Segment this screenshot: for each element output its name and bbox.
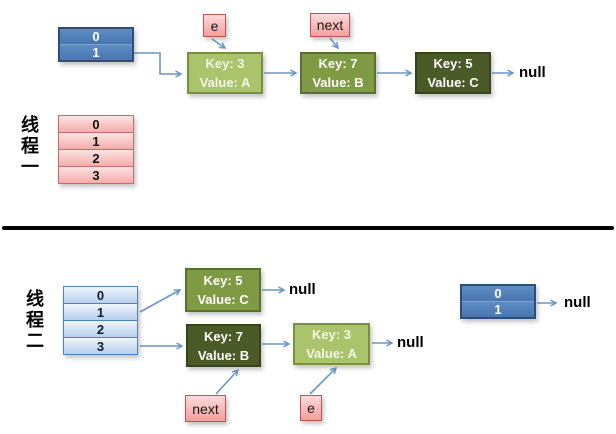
bucket-row-1: 1 bbox=[60, 44, 132, 60]
thread1-node-key5: Key: 5 Value: C bbox=[415, 52, 491, 94]
arrow-next-to-key7 bbox=[329, 37, 339, 50]
table-row-0: 0 bbox=[64, 287, 137, 303]
bucket-row-1: 1 bbox=[462, 301, 534, 317]
thread1-label: 线程一 bbox=[18, 115, 39, 178]
table-row-0: 0 bbox=[59, 116, 133, 132]
node-value: Value: C bbox=[197, 292, 249, 307]
thread1-bucket-table: 0 1 bbox=[58, 27, 134, 62]
node-value: Value: A bbox=[306, 346, 357, 361]
bucket-row-0: 0 bbox=[462, 286, 534, 301]
thread2-null-after-bucket: null bbox=[564, 294, 591, 311]
thread1-null-text: null bbox=[519, 64, 546, 81]
node-key: Key: 7 bbox=[203, 328, 244, 344]
arrow-e-to-key3 bbox=[211, 38, 227, 49]
node-key: Key: 5 bbox=[433, 56, 473, 71]
thread1-e-tag: e bbox=[203, 14, 226, 37]
arrow-eb-to-key3b bbox=[309, 366, 338, 395]
thread1-hash-table: 0 1 2 3 bbox=[58, 115, 134, 184]
arrow-row1-to-key5 bbox=[139, 289, 182, 313]
bucket-row-0: 0 bbox=[60, 29, 132, 44]
thread2-node-key3: Key: 3 Value: A bbox=[293, 323, 370, 365]
thread2-node-key7: Key: 7 Value: B bbox=[186, 324, 261, 367]
table-row-2: 2 bbox=[59, 149, 133, 166]
node-value: Value: C bbox=[427, 75, 479, 90]
thread1-node-key7: Key: 7 Value: B bbox=[300, 52, 376, 94]
node-value: Value: A bbox=[199, 75, 251, 90]
thread2-null-after-key5: null bbox=[289, 281, 316, 298]
section-divider bbox=[2, 226, 614, 230]
node-value: Value: B bbox=[312, 75, 364, 90]
thread2-e-tag: e bbox=[300, 395, 322, 421]
thread2-node-key5: Key: 5 Value: C bbox=[185, 268, 261, 312]
thread1-node-key3: Key: 3 Value: A bbox=[187, 52, 263, 94]
node-key: Key: 7 bbox=[318, 56, 358, 71]
arrow-nextb-to-key7b bbox=[215, 368, 240, 395]
thread2-next-tag: next bbox=[185, 395, 226, 422]
thread2-hash-table: 0 1 2 3 bbox=[63, 286, 138, 355]
table-row-1: 1 bbox=[64, 303, 137, 320]
node-value: Value: B bbox=[197, 347, 250, 363]
table-row-1: 1 bbox=[59, 132, 133, 149]
table-row-2: 2 bbox=[64, 320, 137, 337]
table-row-3: 3 bbox=[59, 166, 133, 183]
node-key: Key: 3 bbox=[205, 56, 245, 71]
thread2-bucket-table: 0 1 bbox=[460, 284, 536, 319]
arrow-bucket1-to-key3 bbox=[134, 52, 183, 78]
node-key: Key: 5 bbox=[203, 273, 243, 288]
thread2-label: 线程二 bbox=[23, 289, 44, 352]
thread1-next-tag: next bbox=[310, 13, 350, 37]
table-row-3: 3 bbox=[64, 337, 137, 354]
thread2-null-after-key3: null bbox=[397, 334, 424, 351]
node-key: Key: 3 bbox=[311, 327, 352, 342]
